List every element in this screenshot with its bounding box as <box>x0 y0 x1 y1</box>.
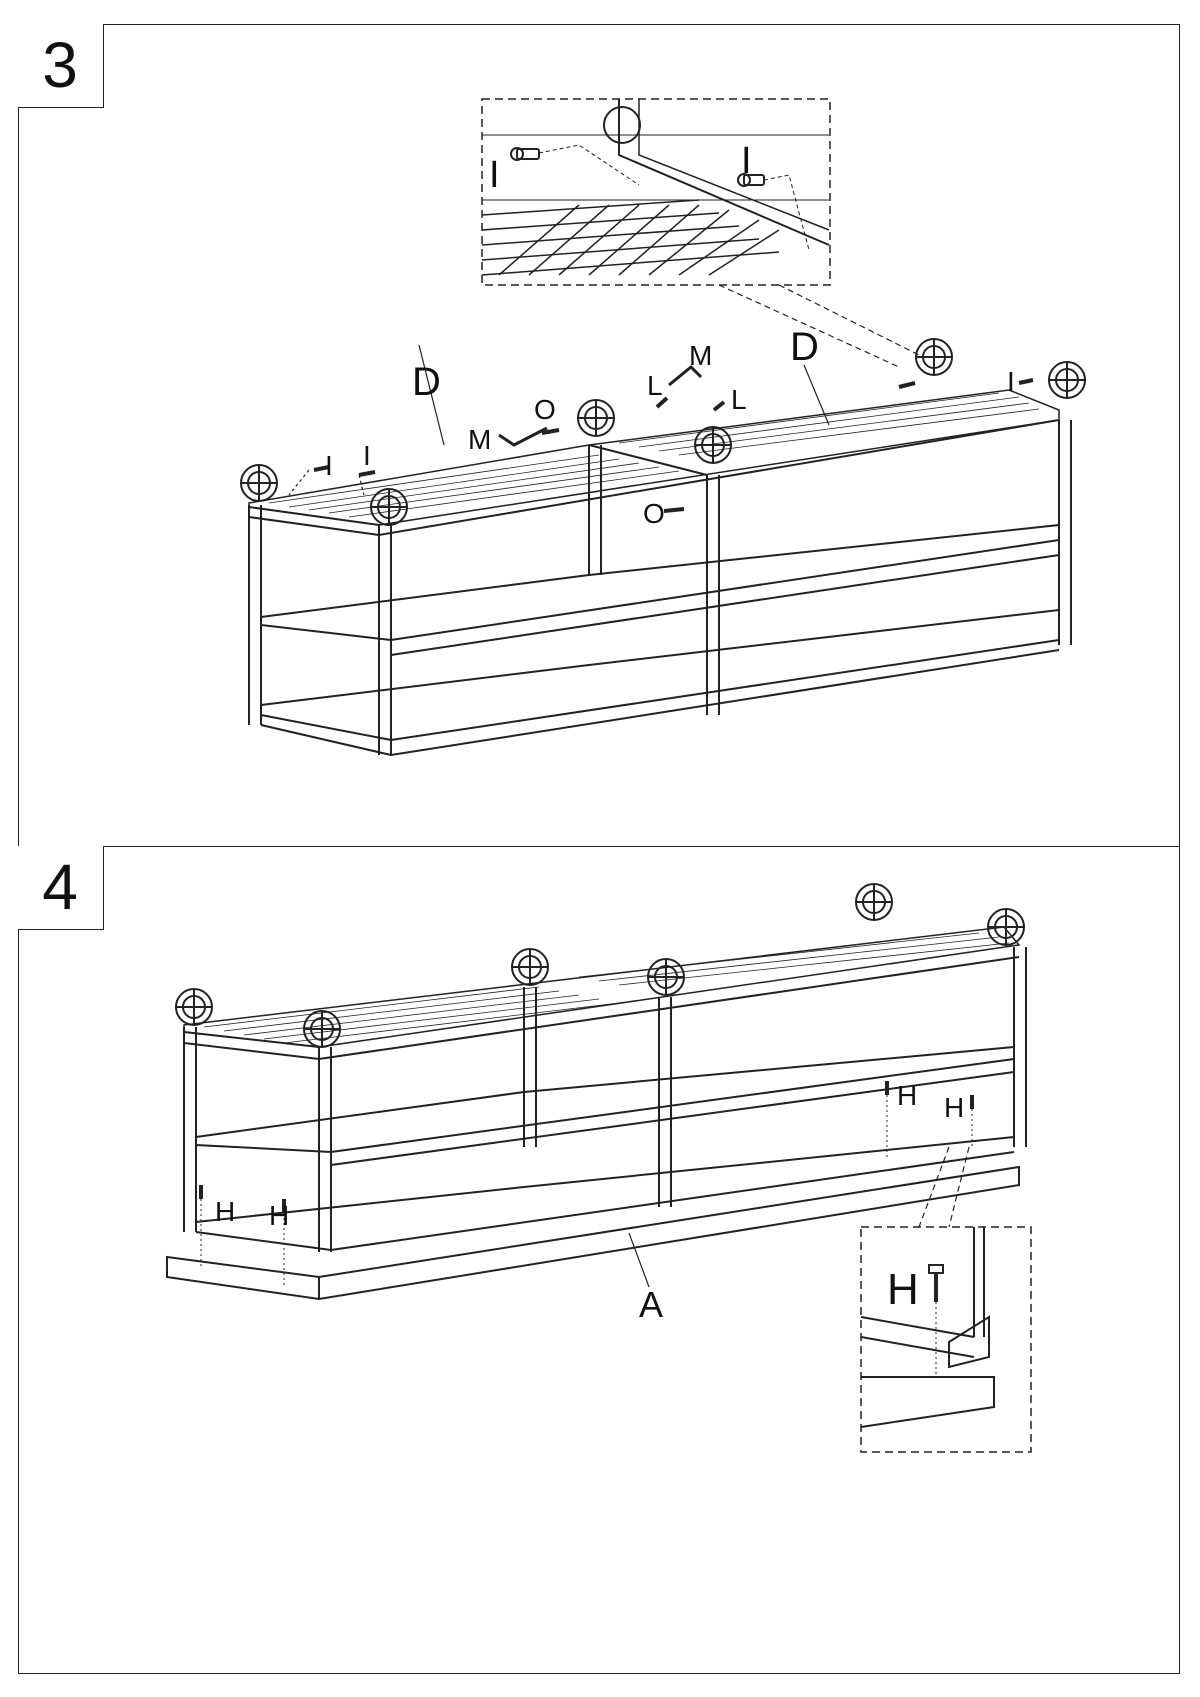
screw-i-icon <box>898 381 916 389</box>
label-h: H <box>944 1092 964 1123</box>
label-h: H <box>215 1196 235 1227</box>
wire-mesh-detail <box>481 199 780 276</box>
wheel-icon <box>855 883 893 921</box>
label-m: M <box>689 340 712 371</box>
label-h: H <box>269 1200 289 1231</box>
leader-lines <box>918 1146 970 1228</box>
wheel-icon <box>647 958 685 996</box>
label-i: I <box>489 154 500 196</box>
wire-mesh <box>268 392 1040 518</box>
screw-i-icon <box>1018 378 1034 385</box>
hex-key-m-icon <box>668 364 703 387</box>
label-h: H <box>897 1080 917 1111</box>
label-d: D <box>412 360 441 404</box>
label-d: D <box>790 325 819 369</box>
wheel-icon <box>511 948 549 986</box>
wheel-icon <box>240 464 278 502</box>
wheel-icon <box>370 488 408 526</box>
wheel-icon <box>303 1010 341 1048</box>
bolt-l-icon <box>655 396 669 409</box>
label-l: L <box>731 384 747 415</box>
screw-i-icon <box>510 144 640 186</box>
step-number: 4 <box>42 851 78 923</box>
leader-line-a <box>628 1232 650 1288</box>
step-number: 3 <box>42 29 78 101</box>
bolt-o-icon <box>663 507 685 513</box>
step-number-box: 4 <box>17 845 104 930</box>
step-4-illustration: H H H H A H <box>166 883 1032 1453</box>
label-o: O <box>643 498 665 529</box>
screw-h-icon <box>928 1264 944 1375</box>
wheel-icon <box>915 338 953 376</box>
screw-i-icon <box>737 173 810 251</box>
step-3-panel: 3 I I <box>17 23 1180 847</box>
wheel-icon <box>1048 361 1086 399</box>
base-panel-a <box>166 1165 1020 1301</box>
label-h: H <box>887 1265 919 1314</box>
leader-lines <box>288 344 830 496</box>
shelf-unit <box>248 389 1072 757</box>
bolt-l-icon <box>712 400 726 412</box>
wire-mesh <box>203 932 1010 1044</box>
bolt-o-icon <box>541 428 560 435</box>
step-number-box: 3 <box>17 23 104 108</box>
wheel-icon <box>987 908 1025 946</box>
wheel-icon <box>175 988 213 1026</box>
step-3-detail-inset: I I <box>481 98 920 368</box>
shelf-unit <box>183 926 1027 1252</box>
label-m: M <box>468 424 491 455</box>
wheel-icon <box>577 399 615 437</box>
step-4-detail-inset <box>860 1226 1032 1453</box>
step-4-panel: 4 <box>17 845 1180 1674</box>
label-i: I <box>1007 366 1015 397</box>
step-3-illustration: I I <box>240 98 1086 757</box>
label-i: I <box>741 140 752 182</box>
hex-key-m-icon <box>498 426 548 447</box>
wheel-icon <box>694 426 732 464</box>
label-i: I <box>363 440 371 471</box>
label-o: O <box>534 394 556 425</box>
label-i: I <box>325 450 333 481</box>
screw-i-icon <box>358 470 376 477</box>
label-l: L <box>647 370 663 401</box>
label-a: A <box>639 1284 663 1325</box>
screw-i-icon <box>313 465 330 472</box>
